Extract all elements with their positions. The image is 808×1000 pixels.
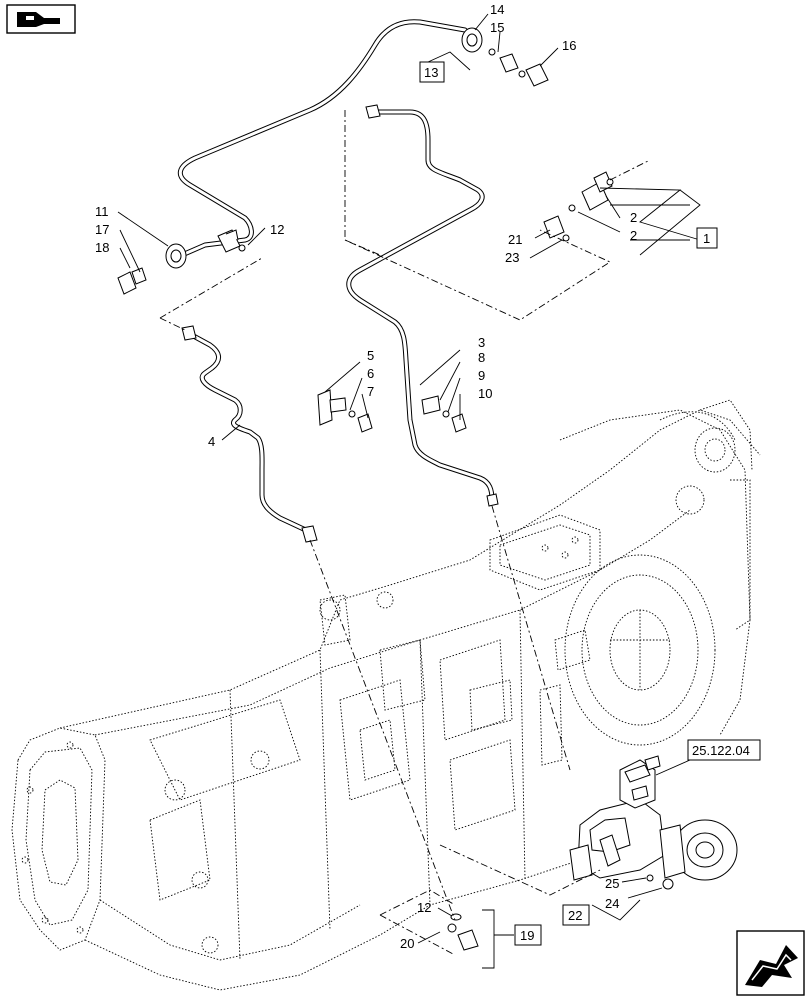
callout-12b: 12 xyxy=(417,900,431,915)
cap-16 xyxy=(525,63,549,87)
callout-25: 25 xyxy=(605,876,619,891)
pipe-4 xyxy=(185,330,313,535)
callout-20: 20 xyxy=(400,936,414,951)
boxed-label-13[interactable]: 13 xyxy=(419,61,445,83)
svg-text:25.122.04: 25.122.04 xyxy=(692,743,750,758)
bracket-5 xyxy=(317,389,373,433)
callout-15: 15 xyxy=(490,20,504,35)
group-bracket-19 xyxy=(482,909,514,969)
callout-7: 7 xyxy=(367,384,374,399)
hydraulic-valve-assembly xyxy=(569,755,738,890)
transmission-housing xyxy=(11,399,761,991)
callout-10: 10 xyxy=(478,386,492,401)
svg-text:22: 22 xyxy=(568,908,582,923)
next-page-arrow-icon[interactable] xyxy=(736,930,805,996)
svg-text:13: 13 xyxy=(424,65,438,80)
elbow-fitting-12 xyxy=(217,229,246,253)
svg-text:19: 19 xyxy=(520,928,534,943)
callout-16: 16 xyxy=(562,38,576,53)
pipe-end-nuts xyxy=(181,104,499,543)
pipe-3 xyxy=(346,109,495,503)
callout-2a: 2 xyxy=(630,210,637,225)
boxed-label-1[interactable]: 1 xyxy=(696,227,718,249)
assembly-lines xyxy=(159,110,651,956)
bracket-8 xyxy=(421,395,467,433)
callout-8: 8 xyxy=(478,350,485,365)
callout-3: 3 xyxy=(478,335,485,350)
reference-label[interactable]: 25.122.04 xyxy=(687,739,761,761)
callout-14: 14 xyxy=(490,2,504,17)
leader-lines xyxy=(117,13,701,944)
plug-18 xyxy=(117,267,147,295)
callout-23: 23 xyxy=(505,250,519,265)
boxed-label-22[interactable]: 22 xyxy=(562,904,590,926)
callout-9: 9 xyxy=(478,368,485,383)
hydraulic-pipe-icon[interactable] xyxy=(6,4,76,34)
callout-6: 6 xyxy=(367,366,374,381)
callout-24: 24 xyxy=(605,896,619,911)
fitting-20 xyxy=(447,913,479,951)
callout-18: 18 xyxy=(95,240,109,255)
callout-12a: 12 xyxy=(270,222,284,237)
tee-fitting-2 xyxy=(568,171,614,212)
callout-labels: 2 2 3 4 5 6 7 8 9 10 11 12 12 14 15 16 1… xyxy=(95,2,637,951)
boxed-label-19[interactable]: 19 xyxy=(514,924,542,946)
fitting-nut-14 xyxy=(461,27,496,56)
callout-21: 21 xyxy=(508,232,522,247)
svg-text:1: 1 xyxy=(703,231,710,246)
callout-17: 17 xyxy=(95,222,109,237)
callout-4: 4 xyxy=(208,434,215,449)
group-bracket-1 xyxy=(639,189,701,256)
callout-5: 5 xyxy=(367,348,374,363)
callout-11: 11 xyxy=(95,204,109,219)
callout-2b: 2 xyxy=(630,228,637,243)
fitting-nut-11 xyxy=(165,243,187,269)
elbow-21 xyxy=(543,215,570,242)
pipe-upper-long xyxy=(178,19,468,258)
adapter-15 xyxy=(499,53,526,78)
